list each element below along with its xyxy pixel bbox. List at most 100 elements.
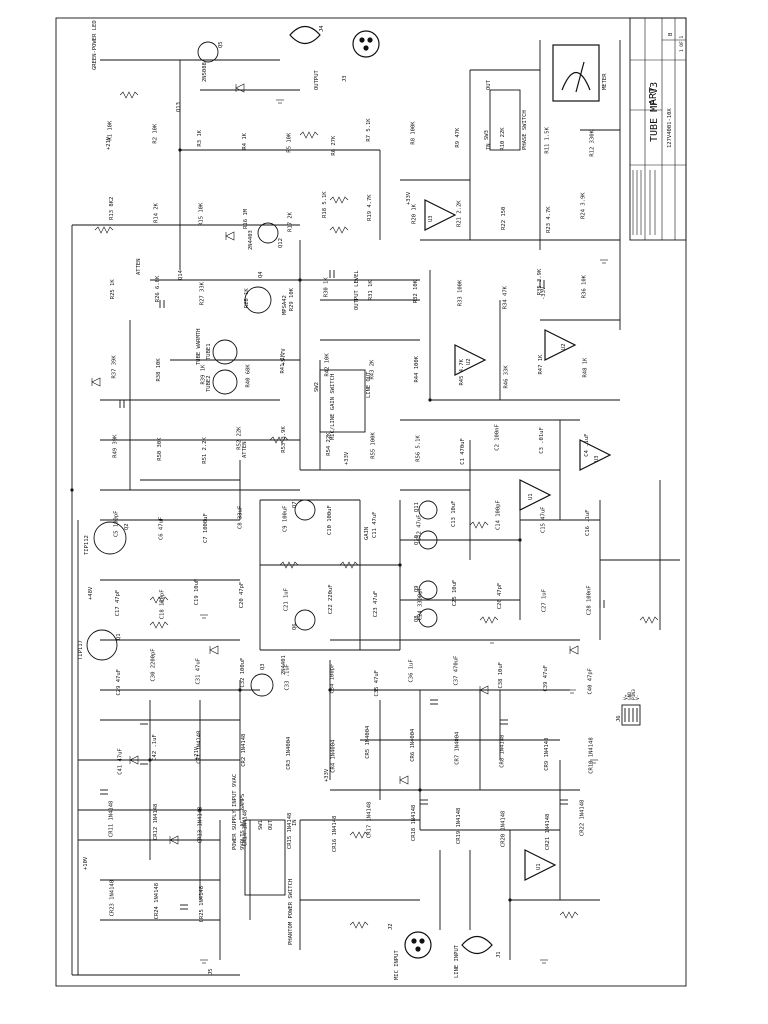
label-mic-input: MIC INPUT [394, 950, 400, 980]
title-block: TUBE MP V3 127V4001-10X 1 OF 1 B ART [629, 17, 687, 241]
ground-symbols [200, 99, 608, 964]
part-label: C15 47uF [540, 507, 546, 534]
label-sw3: SW3 [484, 130, 490, 140]
part-label: R21 2.2K [456, 200, 462, 227]
part-label: CR23 1N4148 [110, 880, 116, 916]
part-label: R6 27K [331, 135, 337, 156]
part-label: CR25 1N4148 [199, 886, 205, 922]
label-u2-b: U2 [561, 343, 567, 350]
part-label: C1 470uF [460, 438, 466, 465]
part-label: C34 100pF [329, 664, 335, 694]
part-label: C14 100pF [496, 500, 502, 530]
label-rail-21v: +21V [106, 136, 112, 150]
part-label: C29 47uF [116, 669, 122, 696]
part-label: CR20 1N4148 [501, 811, 507, 847]
part-label: R29 10K [289, 287, 295, 311]
part-label: C21 1uF [284, 588, 290, 611]
part-label: CR11 1N4148 [108, 801, 114, 837]
part-label: R30 1K [323, 277, 329, 298]
label-phase-in: IN [486, 143, 492, 150]
switch-symbols [244, 89, 521, 896]
label-2n4401: 2N4401 [281, 655, 287, 675]
part-label: R11 1.5K [545, 126, 551, 153]
label-j6: J6 [616, 715, 622, 722]
part-label: C9 100uF [282, 506, 288, 533]
sheet-border [55, 17, 687, 987]
part-label: R9 47K [455, 127, 461, 148]
part-label: C26 47pF [497, 583, 503, 610]
part-label: CR2 1N4148 [241, 734, 247, 767]
part-label: C30 2200pF [151, 648, 157, 681]
company-logo: ART [648, 87, 659, 105]
part-label: CR8 1N4148 [499, 735, 505, 768]
part-label: CR6 1N4004 [410, 728, 416, 762]
title-text: TUBE MP V3 [649, 82, 660, 142]
part-label: C28 100nF [586, 585, 592, 615]
part-label: C37 470uF [453, 656, 459, 686]
part-label: C16 .1uF [585, 510, 591, 537]
part-label: R49 39K [113, 434, 119, 458]
part-label: R23 4.7K [546, 206, 552, 233]
label-tip117: TIP117 [78, 640, 84, 660]
part-label: C13 10uF [451, 501, 457, 528]
part-label: C19 10uF [194, 579, 200, 606]
label-power-sub: 9VOLTS AC, .6AMPS [240, 794, 246, 850]
label-j3: J3 [342, 75, 348, 82]
part-label: R54 22K [326, 432, 332, 456]
label-q1: Q1 [116, 633, 122, 640]
label-u3-b: U3 [594, 455, 600, 462]
meter-symbol [552, 44, 600, 102]
label-rail-neg-33v: -33V [541, 286, 547, 300]
label-u1-a: U1 [528, 493, 534, 500]
label-pin-gnd: GND [627, 692, 633, 700]
label-u2-a: U2 [466, 358, 472, 365]
label-rail-21v-b: +21V [194, 746, 200, 760]
part-label: C39 47uF [543, 665, 549, 692]
label-2n5088: 2N5088 [202, 62, 208, 82]
label-q8: Q8 [414, 615, 420, 622]
part-label: C17 47pF [115, 590, 121, 617]
part-label: C32 100uF [240, 658, 246, 688]
part-label: R44 100K [414, 355, 420, 382]
part-label: R17 2K [288, 211, 294, 232]
part-label: C2 100nF [495, 424, 501, 451]
part-label: C24 3300pF [418, 587, 424, 620]
part-label: CR10 1N4148 [589, 737, 595, 773]
label-q13: Q13 [176, 102, 182, 112]
part-label: C11 47uF [372, 512, 378, 539]
label-rail-33v-b: +33V [344, 451, 350, 465]
junction-dots [70, 148, 522, 902]
label-output-level: OUTPUT LEVEL [354, 270, 360, 310]
connector-symbols [289, 25, 493, 959]
part-label: C10 100uF [327, 505, 333, 535]
label-u3-a: U3 [428, 215, 434, 222]
part-label: R8 100K [411, 121, 417, 145]
part-label: R24 3.9K [580, 192, 586, 219]
label-j5: J5 [208, 968, 214, 975]
part-label: R10 22K [500, 127, 506, 151]
part-label: R12 330K [589, 129, 595, 156]
label-q9: Q9 [414, 585, 420, 592]
part-label: R38 10K [156, 358, 162, 382]
diode-symbols [91, 83, 579, 845]
part-label: C36 1uF [409, 659, 415, 682]
label-q14: Q14 [178, 269, 184, 280]
part-label: R5 10K [287, 132, 293, 153]
label-power-input: POWER SUPPLY INPUT 9VAC [232, 774, 238, 850]
label-line-out: LINE OUT [366, 371, 372, 398]
part-label: R37 39K [111, 355, 117, 379]
label-j4: J4 [319, 25, 325, 32]
part-label: C7 1000uF [203, 513, 209, 543]
part-label: R48 1K [583, 357, 589, 378]
part-label: R22 150 [501, 207, 507, 230]
label-mic-line: MIC/LINE GAIN SWITCH [330, 374, 336, 440]
part-label: CR4 1N4004 [331, 739, 337, 773]
part-label: R33 100K [458, 279, 464, 306]
label-atten-1: ATTEN [136, 258, 142, 275]
label-tip112: TIP112 [84, 535, 90, 555]
part-label: R34 47K [502, 285, 508, 309]
part-label: R4 1K [242, 132, 248, 149]
label-rail-33v-c: +33V [324, 768, 330, 782]
part-label: R50 30K [157, 437, 163, 461]
